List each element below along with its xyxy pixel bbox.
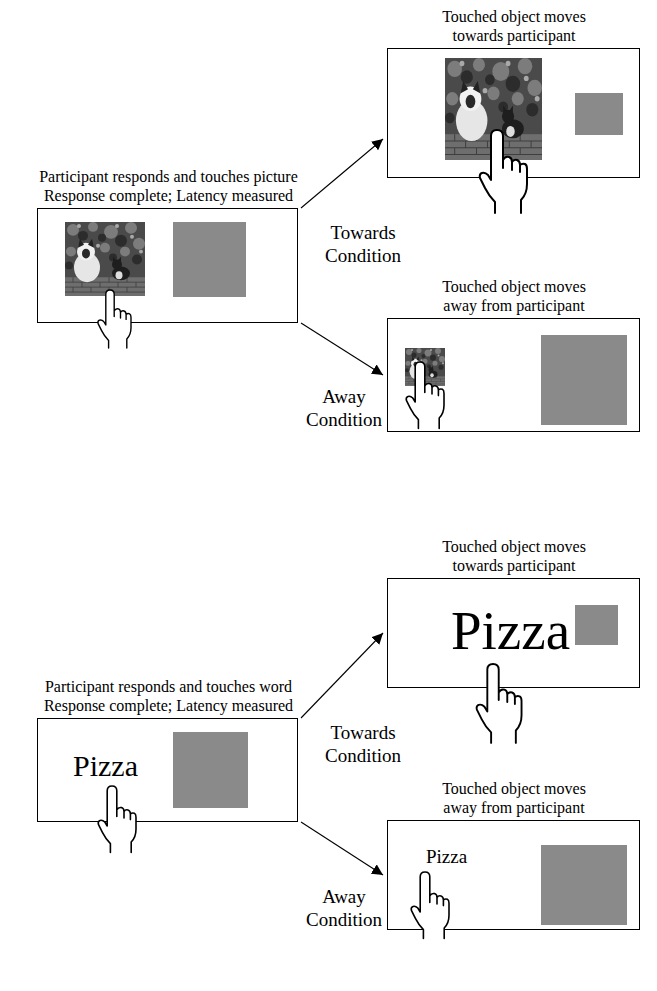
condition-arrow bbox=[301, 323, 383, 375]
illustration-part bbox=[541, 845, 627, 925]
illustration-part bbox=[65, 222, 145, 296]
condition-arrow bbox=[301, 822, 383, 875]
stimulus-word: Pizza bbox=[73, 749, 138, 782]
illustration-part bbox=[480, 130, 527, 213]
heading-group: Participant responds and touches picture… bbox=[31, 167, 306, 205]
heading-group: Touched object moves away from participa… bbox=[424, 779, 604, 817]
illustration-part bbox=[411, 872, 449, 938]
illustration-part bbox=[477, 664, 522, 743]
grey-squares bbox=[173, 93, 627, 925]
illustration-part bbox=[406, 362, 444, 428]
screen-subheading: Response complete; Latency measured bbox=[31, 186, 306, 205]
screen-box: PizzaParticipant responds and touches wo… bbox=[37, 718, 298, 822]
illustration-part bbox=[541, 335, 627, 425]
condition-label: Towards Condition bbox=[318, 222, 408, 268]
condition-arrow bbox=[301, 633, 383, 718]
illustration-part bbox=[98, 786, 136, 852]
condition-label: Towards Condition bbox=[318, 722, 408, 768]
heading-group: Touched object moves towards participant bbox=[424, 537, 604, 575]
screen-heading: Participant responds and touches picture bbox=[31, 167, 306, 186]
screen-subheading: Response complete; Latency measured bbox=[31, 696, 306, 715]
heading-group: Touched object moves away from participa… bbox=[424, 277, 604, 315]
condition-label: Away Condition bbox=[302, 886, 386, 932]
illustration-part bbox=[98, 290, 131, 348]
screen-heading: Touched object moves towards participant bbox=[424, 7, 604, 45]
heading-group: Touched object moves towards participant bbox=[424, 7, 604, 45]
photos bbox=[65, 58, 542, 386]
illustration-part bbox=[575, 605, 618, 645]
stimulus-word: Pizza bbox=[426, 847, 467, 868]
condition-label: Away Condition bbox=[302, 386, 386, 432]
illustration-part bbox=[575, 93, 623, 135]
screen-heading: Touched object moves away from participa… bbox=[424, 277, 604, 315]
stimulus-word: Pizza bbox=[451, 601, 570, 662]
condition-arrow bbox=[301, 139, 383, 208]
screen-heading: Touched object moves towards participant bbox=[424, 537, 604, 575]
screen-heading: Participant responds and touches word bbox=[31, 677, 306, 696]
screen-heading: Touched object moves away from participa… bbox=[424, 779, 604, 817]
illustration-part bbox=[173, 222, 246, 297]
heading-group: Participant responds and touches wordRes… bbox=[31, 677, 306, 715]
hands bbox=[98, 130, 527, 938]
illustration-part bbox=[173, 732, 248, 808]
